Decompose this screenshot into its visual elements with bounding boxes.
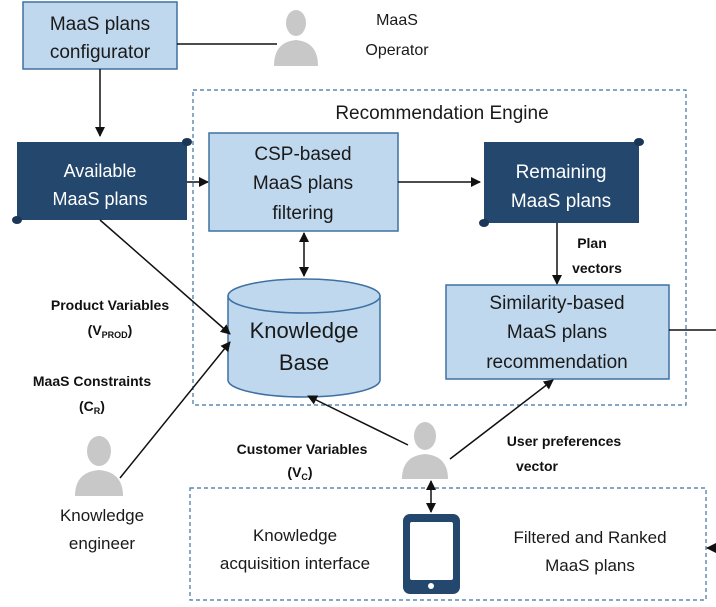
arrow-customer-knowledge [307, 395, 409, 446]
engineer-person-icon [75, 436, 123, 496]
knowledge-base-label-1: Knowledge [250, 318, 359, 343]
constraints-symbol: (CR) [79, 398, 105, 416]
ranked-label-1: Filtered and Ranked [513, 528, 666, 547]
smartphone-icon [403, 514, 460, 594]
remaining-plans-scroll [479, 138, 644, 227]
interface-frame [189, 487, 707, 601]
user-preferences-label-2: vector [516, 458, 559, 474]
operator-person-icon [274, 10, 318, 66]
knowledge-base-label-2: Base [279, 350, 329, 375]
arrow-engineer-knowledge [119, 341, 231, 479]
available-label-2: MaaS plans [52, 189, 147, 209]
operator-label-1: MaaS [376, 12, 418, 29]
acquisition-label-2: acquisition interface [220, 554, 370, 573]
customer-variables-symbol: (VC) [287, 464, 312, 482]
ranked-label-2: MaaS plans [545, 556, 635, 575]
configurator-label-2: configurator [50, 42, 151, 63]
recommendation-engine-frame [192, 89, 687, 406]
user-preferences-label-1: User preferences [507, 433, 622, 449]
operator-label-2: Operator [365, 42, 429, 59]
engineer-label-2: engineer [69, 534, 136, 553]
available-label-1: Available [64, 161, 137, 181]
remaining-label-2: MaaS plans [511, 191, 611, 212]
configurator-label-1: MaaS plans [50, 14, 150, 35]
similarity-label-3: recommendation [486, 352, 628, 373]
arrow-available-knowledge [99, 219, 231, 335]
arrow-customer-similarity [449, 379, 554, 460]
csp-label-3: filtering [272, 203, 333, 224]
similarity-label-2: MaaS plans [507, 322, 607, 343]
remaining-label-1: Remaining [516, 162, 607, 183]
customer-person-icon [402, 422, 448, 479]
similarity-box [445, 284, 670, 380]
constraints-label: MaaS Constraints [33, 373, 151, 389]
csp-filtering-box [208, 132, 399, 232]
product-variables-symbol: (VPROD) [88, 322, 133, 340]
recommendation-engine-title: Recommendation Engine [335, 103, 548, 124]
engineer-label-1: Knowledge [60, 506, 144, 525]
acquisition-label-1: Knowledge [253, 526, 337, 545]
customer-variables-label: Customer Variables [237, 441, 368, 457]
csp-label-1: CSP-based [254, 144, 351, 165]
product-variables-label: Product Variables [51, 297, 169, 313]
plan-vectors-label-1: Plan [577, 235, 607, 251]
plan-vectors-label-2: vectors [572, 260, 622, 276]
similarity-label-1: Similarity-based [489, 293, 624, 314]
knowledge-base-cylinder [227, 278, 381, 398]
available-plans-scroll [12, 138, 192, 224]
csp-label-2: MaaS plans [253, 173, 353, 194]
